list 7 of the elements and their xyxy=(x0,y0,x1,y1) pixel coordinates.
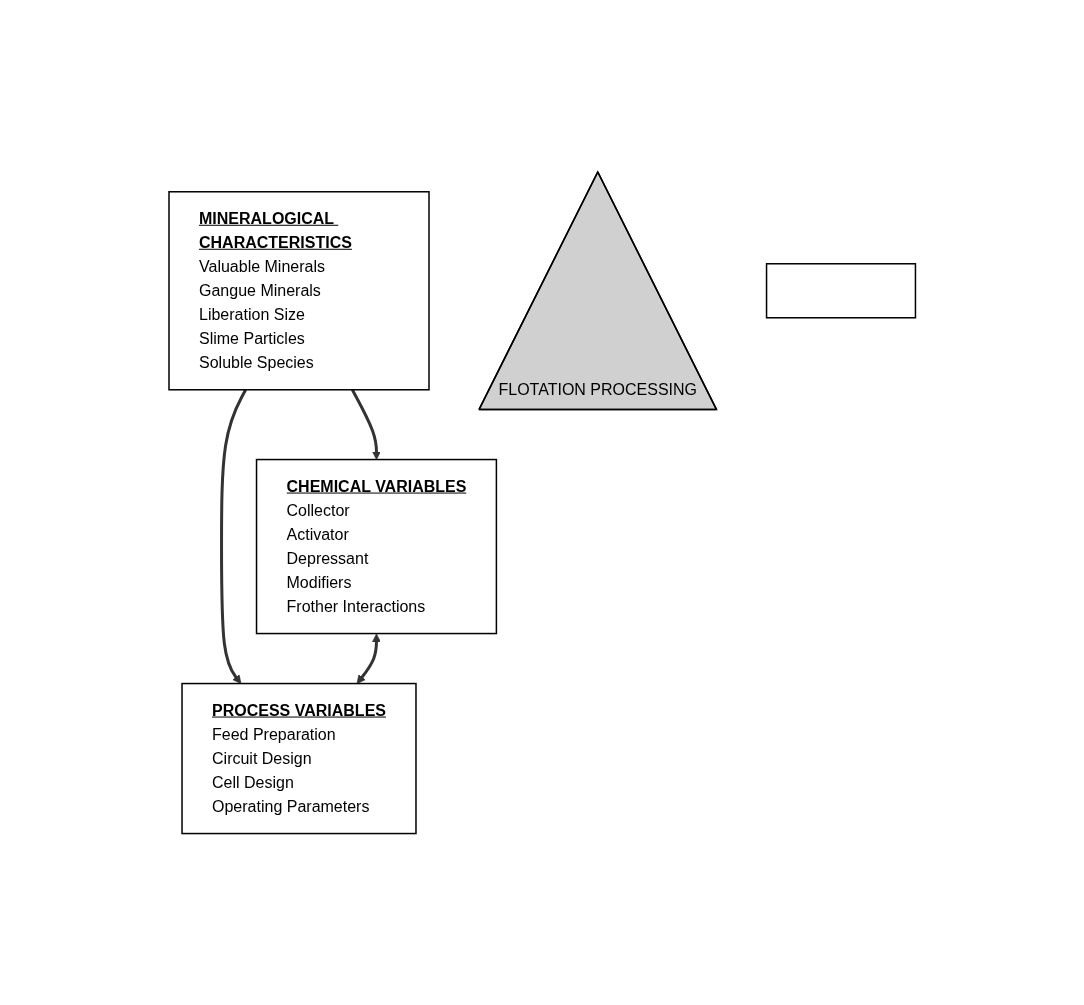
arrow xyxy=(356,633,381,684)
arrow xyxy=(219,388,247,684)
node-box: MINERALOGICAL CHARACTERISTICS Valuable Minerals Gangue Minerals Liberation Size Slime Particles Soluble Species xyxy=(168,190,430,391)
node-box: PROCESS VARIABLES Feed Preparation Circuit Design Cell Design Operating Parameters xyxy=(181,682,417,834)
node-box xyxy=(765,262,916,319)
arrow xyxy=(350,388,381,460)
node-box: CHEMICAL VARIABLES Collector Activator Depressant Modifiers Frother Interactions xyxy=(255,458,497,634)
